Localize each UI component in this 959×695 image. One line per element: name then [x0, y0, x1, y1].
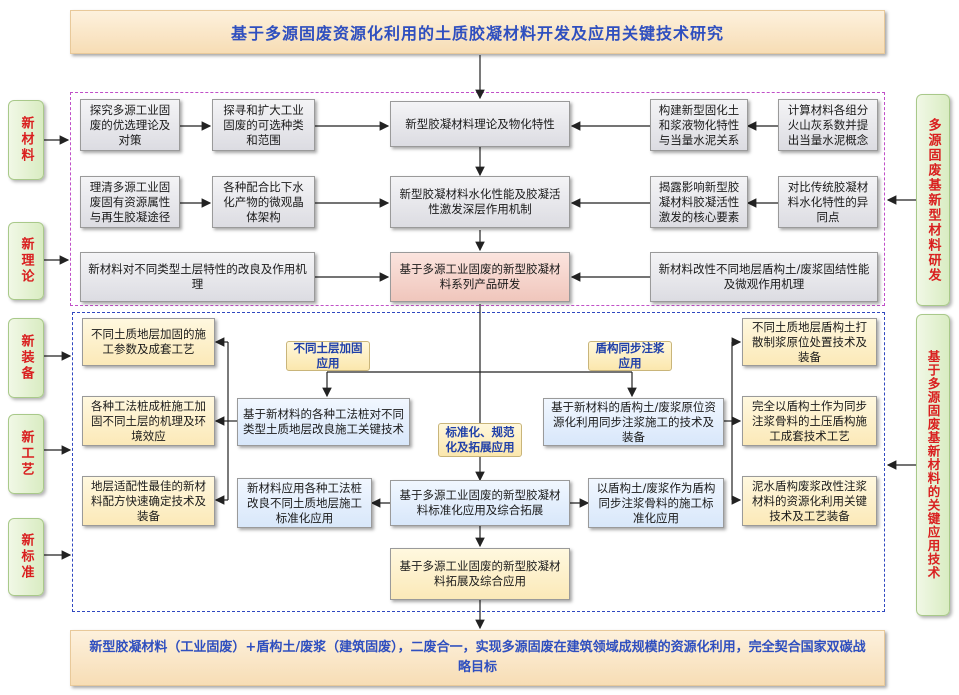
- upper-r3-left: 新材料对不同类型土层特性的改良及作用机理: [80, 252, 315, 302]
- upper-r3-right: 新材料改性不同地层盾构土/废浆固结性能及微观作用机理: [650, 252, 878, 302]
- upper-r1-box-2: 探寻和扩大工业固废的可选种类和范围: [212, 99, 315, 151]
- lower-center-box-2: 基于多源工业固废的新型胶凝材料拓展及综合应用: [390, 548, 570, 600]
- label-key-application-tech: 基于多源固废基新材料的关键应用技术: [916, 314, 950, 616]
- lower-left-box-3: 地层适配性最佳的新材料配方快速确定技术及装备: [82, 476, 215, 526]
- tag-standardization: 标准化、规范化及拓展应用: [438, 423, 522, 457]
- label-material-development: 多源固废基新型材料研发: [916, 94, 950, 306]
- label-new-theory: 新理论: [8, 222, 44, 300]
- page-title: 基于多源固废资源化利用的土质胶凝材料开发及应用关键技术研究: [70, 10, 885, 54]
- lower-center-left-box-1: 基于新材料的各种工法桩对不同类型土质地层改良施工关键技术: [237, 398, 410, 446]
- upper-r2-center: 新型胶凝材料水化性能及胶凝活性激发深层作用机制: [390, 176, 570, 228]
- lower-center-box-1: 基于多源工业固废的新型胶凝材料标准化应用及综合拓展: [390, 480, 570, 526]
- tag-soil-reinforcement: 不同土层加固应用: [286, 341, 370, 371]
- upper-r2-box-4: 揭露影响新型胶凝材料胶凝活性激发的核心要素: [650, 176, 748, 228]
- lower-center-right-box-2: 以盾构土/废浆作为盾构同步注浆骨料的施工标准化应用: [588, 478, 724, 528]
- label-new-process: 新工艺: [8, 414, 44, 494]
- upper-r1-box-4: 构建新型固化土和浆液物化特性与当量水泥关系: [650, 99, 748, 151]
- upper-r1-box-1: 探究多源工业固废的优选理论及对策: [80, 99, 180, 151]
- lower-left-box-1: 不同土质地层加固的施工参数及成套工艺: [82, 318, 215, 366]
- lower-right-box-3: 泥水盾构废浆改性注浆材料的资源化利用关键技术及工艺装备: [742, 476, 877, 526]
- upper-r3-center: 基于多源工业固废的新型胶凝材料系列产品研发: [390, 252, 570, 302]
- label-new-material: 新材料: [8, 100, 44, 180]
- tag-shield-grouting: 盾构同步注浆应用: [588, 341, 672, 371]
- lower-center-left-box-2: 新材料应用各种工法桩改良不同土质地层施工标准化应用: [237, 478, 372, 528]
- label-new-equipment: 新装备: [8, 318, 44, 398]
- upper-r2-box-2: 各种配合比下水化产物的微观晶体架构: [212, 176, 315, 228]
- upper-r2-box-1: 理清多源工业固废固有资源属性与再生胶凝途径: [80, 176, 180, 228]
- lower-center-right-box-1: 基于新材料的盾构土/废浆原位资源化利用同步注浆施工的技术及装备: [543, 398, 724, 446]
- lower-right-box-1: 不同土质地层盾构土打散制浆原位处置技术及装备: [742, 318, 877, 366]
- lower-region: [72, 312, 885, 612]
- lower-left-box-2: 各种工法桩成桩施工加固不同土层的机理及环境效应: [82, 396, 215, 446]
- upper-r1-box-5: 计算材料各组分火山灰系数并提出当量水泥概念: [778, 99, 878, 151]
- footer-conclusion: 新型胶凝材料（工业固废）+盾构土/废浆（建筑固废），二废合一，实现多源固废在建筑…: [70, 630, 885, 686]
- upper-r1-center: 新型胶凝材料理论及物化特性: [390, 101, 570, 147]
- label-new-standard: 新标准: [8, 518, 44, 596]
- lower-right-box-2: 完全以盾构土作为同步注浆骨料的土压盾构施工成套技术工艺: [742, 396, 877, 446]
- upper-r2-box-5: 对比传统胶凝材料水化特性的异同点: [778, 176, 878, 228]
